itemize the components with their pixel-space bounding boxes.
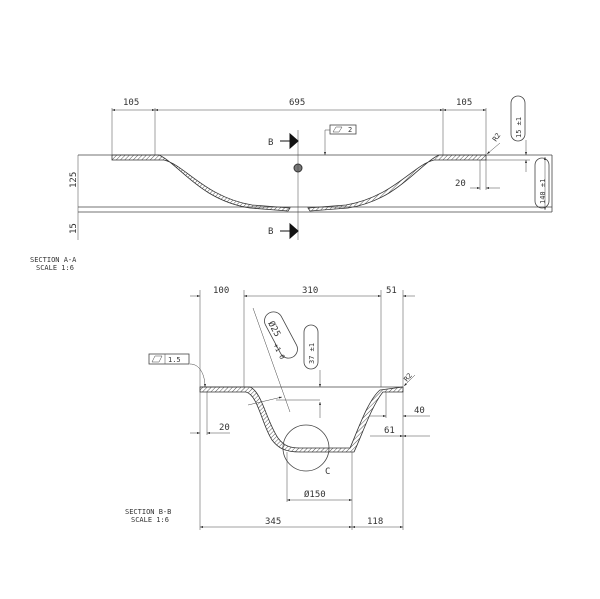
dim-drain-dia: Ø150 (304, 489, 326, 500)
dim-base: 15 (69, 223, 79, 234)
dim-from-drain: 118 (367, 517, 383, 527)
section-a-a: B B 2 105 695 105 125 15 20 R2 15 ±1 140… (30, 95, 553, 272)
dim-edge-right-b: 61 (384, 426, 395, 436)
dim-edge-left: 20 (219, 423, 230, 433)
section-b-scale: SCALE 1:6 (131, 516, 169, 524)
flatness-box (329, 124, 357, 135)
cut-arrow-top (280, 132, 299, 150)
dim-edge: 20 (455, 179, 466, 189)
dim-bowl-width: 695 (289, 98, 305, 108)
cut-arrow-bottom (280, 222, 299, 240)
detail-label: C (325, 467, 330, 477)
section-b-title: SECTION B-B (125, 508, 171, 516)
basin-profile-a (111, 154, 291, 212)
dim-rim: 15 ±1 (515, 117, 523, 138)
detail-circle-c (282, 424, 330, 472)
dim-total-height: 140 ±1 (539, 179, 547, 204)
dim-hole-tol: +1 0 (271, 342, 286, 361)
basin-profile-a-right (307, 154, 487, 212)
height-tol-box (534, 157, 550, 209)
flatness-value: 2 (348, 126, 352, 134)
section-a-scale: SCALE 1:6 (36, 264, 74, 272)
hole-dia-box (264, 311, 298, 359)
dim-left: 100 (213, 286, 229, 296)
cut-label-bottom: B (268, 227, 273, 237)
dim-left-flat: 105 (123, 98, 139, 108)
flatness-box-b (148, 353, 190, 365)
dim-radius-b: R2 (402, 372, 414, 384)
dim-edge-right-a: 40 (414, 406, 425, 416)
dim-middle: 310 (302, 286, 318, 296)
dim-hole-depth: 37 ±1 (308, 343, 316, 364)
cut-label-top: B (268, 138, 273, 148)
section-a-title: SECTION A-A (30, 256, 77, 264)
dim-radius: R2 (491, 132, 502, 144)
rim-tol-box (510, 95, 526, 142)
dim-hole-dia: Ø25 (265, 319, 282, 339)
dim-right: 51 (386, 286, 397, 296)
basin-profile-b (199, 386, 404, 453)
dim-depth: 125 (69, 172, 79, 188)
section-b-b: C 100 310 51 Ø25 +1 0 37 ±1 1.5 20 40 61… (125, 286, 430, 530)
flatness-icon-b (151, 355, 163, 363)
dim-to-drain: 345 (265, 517, 281, 527)
dim-flatness-b: 1.5 (168, 356, 181, 364)
dim-right-flat: 105 (456, 98, 472, 108)
flatness-icon (332, 126, 343, 133)
hole-depth-box (303, 324, 319, 370)
